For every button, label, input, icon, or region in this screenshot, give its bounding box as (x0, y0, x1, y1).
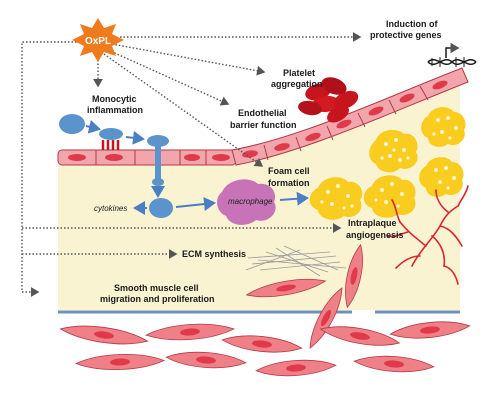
ecm-label: ECM synthesis (182, 249, 246, 259)
adhesion-molecules (101, 140, 120, 150)
monocyte-adherent (99, 128, 123, 140)
platelet-aggregate (298, 77, 359, 123)
macrophage (217, 179, 276, 225)
protective-genes-label-2: protective genes (370, 30, 442, 40)
foam-cell (309, 177, 363, 220)
arrow-monocyte-to-macrophage (175, 197, 216, 212)
monocyte-circulating (59, 114, 85, 134)
foam-cell (363, 175, 416, 218)
foam-cell-label-2: formation (268, 178, 310, 188)
platelet-label-2: aggregation (271, 79, 323, 89)
foam-cells (309, 107, 466, 220)
arrow-adhesion-to-transmigration (125, 130, 145, 145)
protective-genes-label-1: Induction of (386, 19, 438, 29)
arrow-macrophage-to-foam (279, 191, 309, 206)
smooth-muscle-cells (59, 243, 471, 377)
endothelial-label-1: Endothelial (238, 108, 287, 118)
endothelial-label-2: barrier function (230, 120, 297, 130)
platelet-label-1: Platelet (283, 68, 315, 78)
gene-induction-icon (427, 42, 477, 67)
smc-label-2: migration and proliferation (100, 294, 215, 304)
monocyte-subendothelial (149, 198, 173, 218)
transmigrating-monocyte (147, 135, 169, 186)
oxpl-effect-arrows (21, 32, 362, 297)
smc-label-1: Smooth muscle cell (114, 283, 199, 293)
monocytic-label-2: inflammation (87, 105, 143, 115)
angiogenesis-label-1: Intraplaque (348, 218, 397, 228)
foam-cell (419, 157, 464, 197)
foam-cell (421, 107, 466, 147)
macrophage-label: macrophage (228, 197, 273, 206)
endothelium-rising (231, 67, 469, 166)
endothelium-flat (57, 149, 237, 166)
ecm-fibers (245, 245, 347, 277)
cytokines-label: cytokines (94, 204, 127, 213)
angiogenesis-vessels (387, 185, 469, 285)
arrow-monocyte-to-endothelium (85, 119, 101, 134)
foam-cell-label-1: Foam cell (268, 166, 310, 176)
angiogenesis-label-2: angiogenesis (346, 230, 404, 240)
oxpl-label: OxPL (85, 36, 111, 47)
monocytic-label-1: Monocytic (92, 94, 137, 104)
foam-cell (369, 130, 418, 173)
oxpl-star: OxPL (72, 18, 124, 62)
